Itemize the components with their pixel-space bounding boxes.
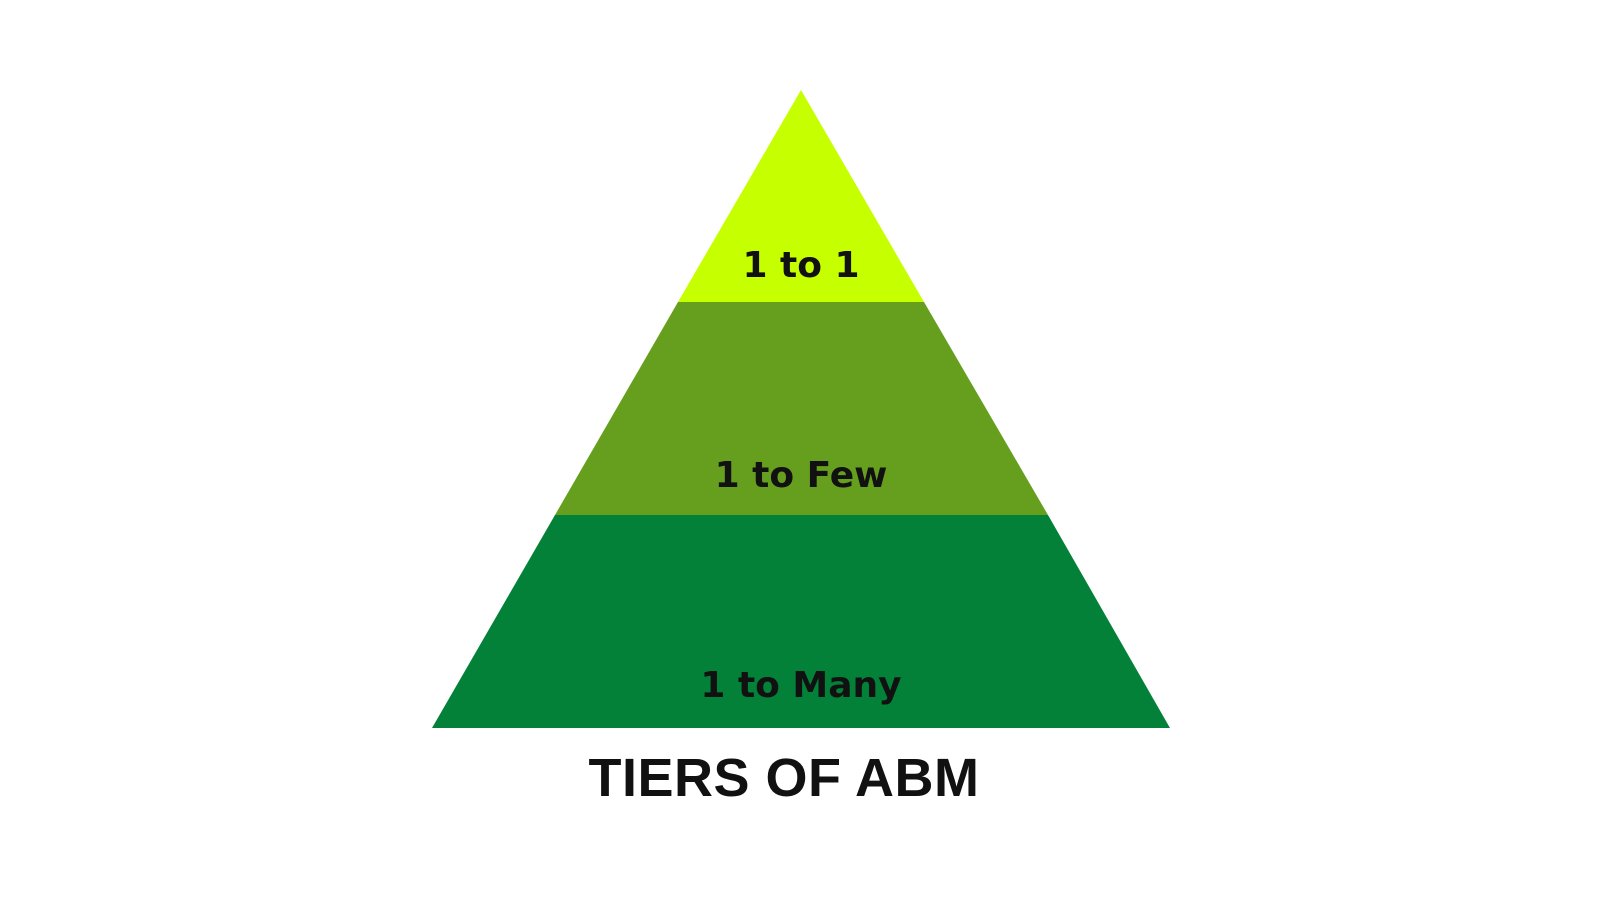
- tier-top-label: 1 to 1: [742, 245, 859, 286]
- tier-middle-shape: [555, 302, 1048, 515]
- tier-bottom-shape: [432, 515, 1170, 728]
- tier-top-shape: [678, 90, 924, 302]
- tier-bottom-label: 1 to Many: [700, 665, 901, 706]
- diagram-title: TIERS OF ABM: [588, 748, 980, 808]
- tier-middle-label: 1 to Few: [715, 455, 888, 496]
